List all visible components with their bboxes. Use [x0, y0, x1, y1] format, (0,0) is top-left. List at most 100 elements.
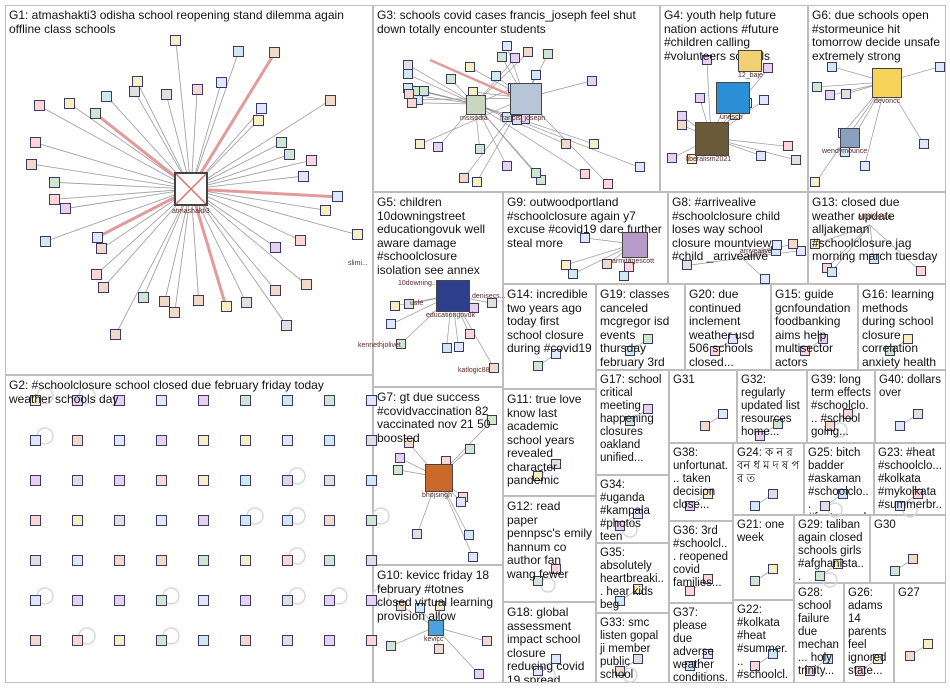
user-node[interactable]	[91, 268, 102, 280]
node-liberalism2021[interactable]	[695, 122, 729, 156]
group-g17[interactable]: G17: school critical meeting happening c…	[596, 370, 669, 475]
user-node[interactable]	[39, 236, 51, 248]
user-node[interactable]	[768, 489, 778, 499]
user-node[interactable]	[71, 474, 83, 486]
user-node[interactable]	[619, 270, 629, 281]
user-node[interactable]	[276, 137, 288, 149]
user-node[interactable]	[464, 443, 475, 454]
group-g37[interactable]: G37: please due adverse weather conditio…	[669, 603, 733, 683]
user-node[interactable]	[137, 292, 149, 304]
node-unesco[interactable]	[716, 82, 750, 114]
user-node[interactable]	[676, 119, 687, 130]
user-node[interactable]	[239, 474, 251, 486]
user-node[interactable]	[895, 501, 905, 511]
user-node[interactable]	[215, 76, 227, 88]
user-node[interactable]	[365, 394, 377, 406]
node-kevicc[interactable]	[428, 620, 444, 636]
group-g20[interactable]: G20: due continued inclement weather usd…	[685, 284, 771, 370]
user-node[interactable]	[281, 554, 293, 566]
group-g16[interactable]: G16: learning methods during school clos…	[858, 284, 946, 370]
user-node[interactable]	[456, 497, 467, 508]
node-12-baje[interactable]	[738, 50, 762, 72]
user-node[interactable]	[587, 75, 598, 86]
group-g40[interactable]: G40: dollars over	[875, 370, 946, 443]
user-node[interactable]	[92, 231, 104, 243]
group-g1[interactable]: G1: atmashakti3 odisha school reopening …	[5, 5, 373, 375]
user-node[interactable]	[323, 594, 335, 606]
user-node[interactable]	[155, 394, 167, 406]
user-node[interactable]	[239, 634, 251, 646]
user-node[interactable]	[414, 139, 425, 150]
user-node[interactable]	[320, 204, 332, 216]
user-node[interactable]	[403, 437, 414, 448]
user-node[interactable]	[29, 434, 41, 446]
group-g2[interactable]: G2: #schoolclosure school closed due feb…	[5, 375, 373, 683]
user-node[interactable]	[131, 76, 143, 88]
user-node[interactable]	[908, 554, 918, 564]
user-node[interactable]	[718, 409, 728, 419]
user-node[interactable]	[818, 334, 828, 344]
user-node[interactable]	[463, 530, 474, 541]
user-node[interactable]	[71, 394, 83, 406]
user-node[interactable]	[560, 139, 571, 149]
group-g35[interactable]: G35: absolutely heartbreaki... hear kids…	[596, 543, 669, 613]
user-node[interactable]	[239, 434, 251, 446]
user-node[interactable]	[191, 83, 203, 95]
user-node[interactable]	[71, 594, 83, 606]
group-g25[interactable]: G25: bitch badder #askaman #schoolclo...…	[804, 443, 874, 515]
user-node[interactable]	[392, 464, 403, 475]
user-node[interactable]	[580, 232, 591, 243]
user-node[interactable]	[728, 334, 738, 344]
user-node[interactable]	[324, 94, 336, 106]
node-msisodia[interactable]	[466, 95, 486, 115]
user-node[interactable]	[487, 415, 498, 426]
group-g29[interactable]: G29: taliban again closed schools girls …	[794, 515, 870, 583]
user-node[interactable]	[49, 193, 61, 205]
user-node[interactable]	[29, 634, 41, 646]
user-node[interactable]	[701, 55, 712, 65]
user-node[interactable]	[155, 554, 167, 566]
user-node[interactable]	[283, 149, 295, 161]
user-node[interactable]	[270, 241, 282, 253]
user-node[interactable]	[474, 143, 485, 154]
group-g28[interactable]: G28: school failure due mechan... holy t…	[794, 583, 844, 683]
user-node[interactable]	[682, 260, 693, 271]
group-g30[interactable]: G30	[870, 515, 946, 583]
group-g36[interactable]: G36: 3rd #schoolcl... reopened covid fam…	[669, 521, 733, 603]
group-g24[interactable]: G24: ক ন র বন ধ ম দ ষ প র ত	[733, 443, 804, 515]
group-g32[interactable]: G32: regularly updated list resources ho…	[737, 370, 807, 443]
user-node[interactable]	[530, 70, 541, 81]
user-node[interactable]	[823, 654, 833, 664]
user-node[interactable]	[394, 453, 405, 464]
user-node[interactable]	[579, 169, 590, 180]
user-node[interactable]	[71, 514, 83, 526]
user-node[interactable]	[281, 594, 293, 606]
user-node[interactable]	[841, 88, 851, 99]
user-node[interactable]	[510, 53, 521, 64]
user-node[interactable]	[71, 634, 83, 646]
user-node[interactable]	[29, 554, 41, 566]
user-node[interactable]	[60, 203, 72, 215]
user-node[interactable]	[633, 654, 643, 664]
user-node[interactable]	[433, 141, 444, 152]
group-g33[interactable]: G33: smc listen gopal ji member public s…	[596, 613, 669, 683]
user-node[interactable]	[323, 394, 335, 406]
user-node[interactable]	[323, 634, 335, 646]
user-node[interactable]	[703, 574, 713, 584]
user-node[interactable]	[760, 274, 771, 285]
user-node[interactable]	[859, 160, 870, 171]
user-node[interactable]	[465, 62, 476, 73]
user-node[interactable]	[323, 434, 335, 446]
user-node[interactable]	[269, 46, 281, 58]
user-node[interactable]	[825, 421, 835, 431]
user-node[interactable]	[233, 46, 245, 58]
user-node[interactable]	[615, 596, 625, 606]
user-node[interactable]	[239, 594, 251, 606]
user-node[interactable]	[113, 394, 125, 406]
user-node[interactable]	[633, 509, 643, 519]
user-node[interactable]	[415, 603, 426, 614]
group-g34[interactable]: G34: #uganda #kampala #photos teen dream…	[596, 475, 669, 543]
node-armitagescott[interactable]	[622, 232, 648, 258]
group-g27[interactable]: G27	[894, 583, 946, 683]
user-node[interactable]	[551, 459, 561, 469]
